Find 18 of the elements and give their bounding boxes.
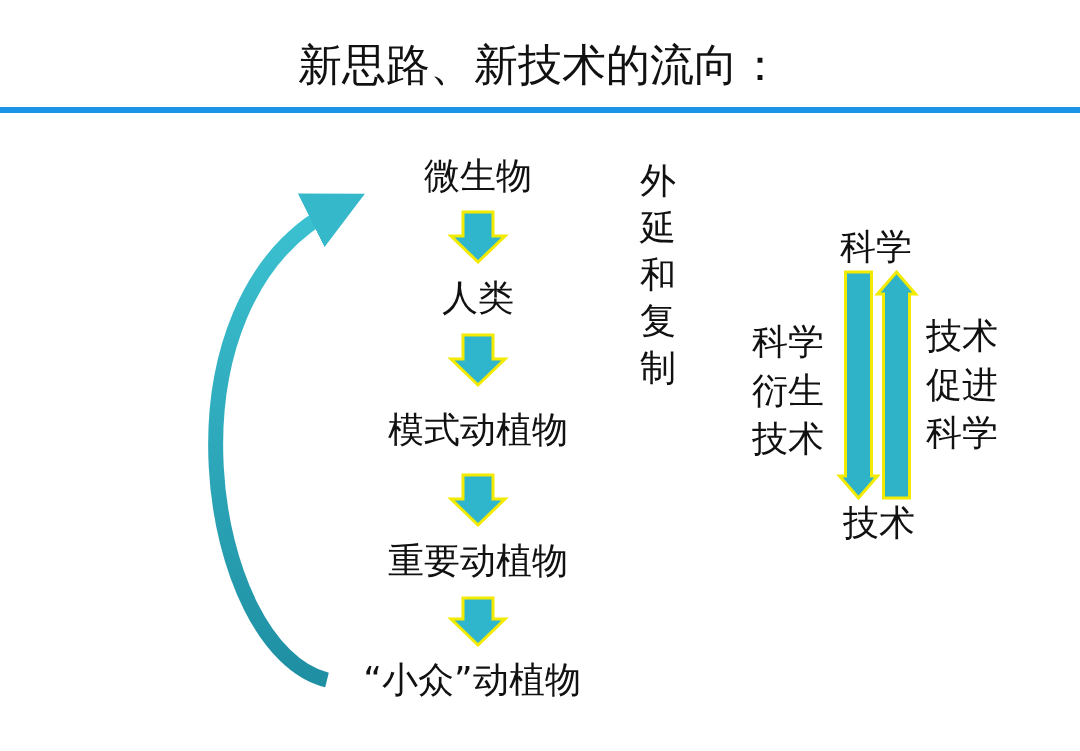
stage-label: “小众”动植物 [363, 657, 581, 702]
block-arrow [447, 210, 509, 265]
stage-label: 模式动植物 [388, 407, 568, 452]
block-arrow [874, 269, 919, 500]
block-arrow [447, 596, 509, 648]
curved-arrow [208, 190, 363, 687]
stage-label: 微生物 [424, 153, 532, 198]
stage-label: 人类 [442, 276, 514, 320]
vertical-label: 外延和复制 [640, 159, 676, 391]
block-arrow [836, 270, 881, 501]
block-arrow [447, 333, 509, 388]
stage-label: 重要动植物 [388, 539, 568, 583]
concept-label: 技术 [843, 500, 915, 545]
edge-label: 科学衍生技术 [752, 320, 824, 462]
block-arrow [447, 473, 509, 528]
concept-label: 科学 [840, 224, 912, 269]
edge-label: 技术促进科学 [926, 314, 998, 456]
title: 新思路、新技术的流向： [297, 38, 783, 92]
